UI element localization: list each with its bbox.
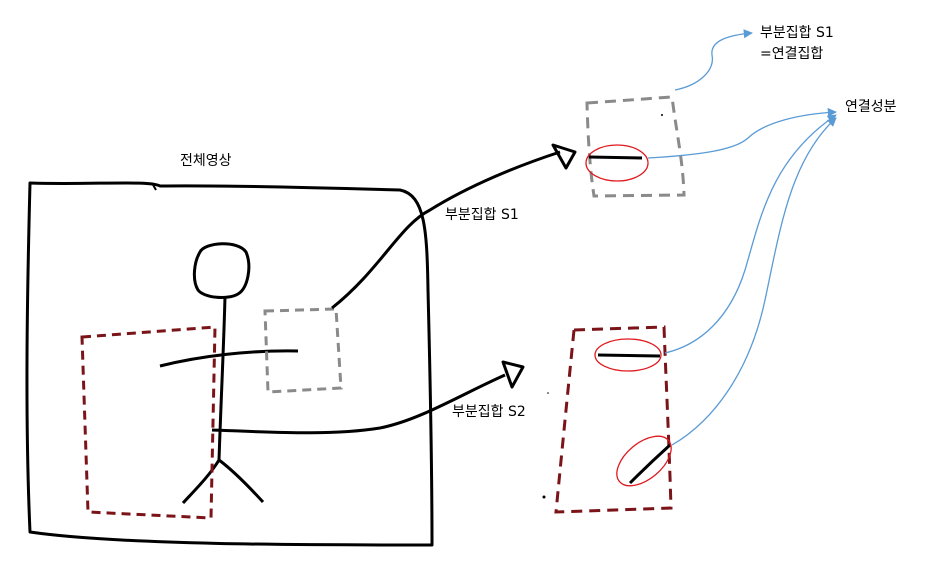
blue-arrow-s2-horizontal-to-component xyxy=(664,114,837,354)
label-subset-s1: 부분집합 S1 xyxy=(445,207,519,223)
connector-to-s1 xyxy=(331,150,561,310)
label-whole-image: 전체영상 xyxy=(180,153,232,169)
figure-left-leg xyxy=(181,459,221,505)
s1-segment-ellipse xyxy=(585,144,649,182)
whole-image-frame xyxy=(25,181,434,547)
blue-arrow-s1-to-top-label xyxy=(674,29,753,91)
s2-stray-dot-2 xyxy=(547,392,549,394)
label-connected-component: 연결성분 xyxy=(845,99,897,115)
s2-horizontal-ellipse xyxy=(594,338,662,372)
subset-s1-box xyxy=(585,95,686,198)
arrowhead-s1 xyxy=(551,143,577,170)
figure-right-leg xyxy=(218,458,265,504)
frame-notch xyxy=(151,182,157,191)
subset-s1-region-gray xyxy=(263,307,343,394)
figure-head xyxy=(192,242,251,299)
arrowhead-s2 xyxy=(501,360,525,389)
blue-arrow-s2-diagonal-to-component xyxy=(671,117,837,446)
subset-s2-box xyxy=(554,325,673,514)
s2-diagonal-segment xyxy=(628,443,672,485)
s2-diagonal-ellipse xyxy=(616,435,672,487)
blue-arrow-s1-ellipse-to-component xyxy=(647,107,837,159)
figure-arm xyxy=(159,349,299,368)
s2-horizontal-segment xyxy=(597,353,661,358)
s1-stray-dot xyxy=(661,114,663,116)
s1-segment xyxy=(588,155,643,160)
label-subset-s2: 부분집합 S2 xyxy=(452,404,526,420)
label-connected-set: =연결집합 xyxy=(760,46,824,62)
connector-to-s2 xyxy=(211,373,506,435)
label-subset-s1-top: 부분집합 S1 xyxy=(760,25,834,41)
figure-body xyxy=(217,295,227,461)
s2-stray-dot xyxy=(542,495,546,499)
